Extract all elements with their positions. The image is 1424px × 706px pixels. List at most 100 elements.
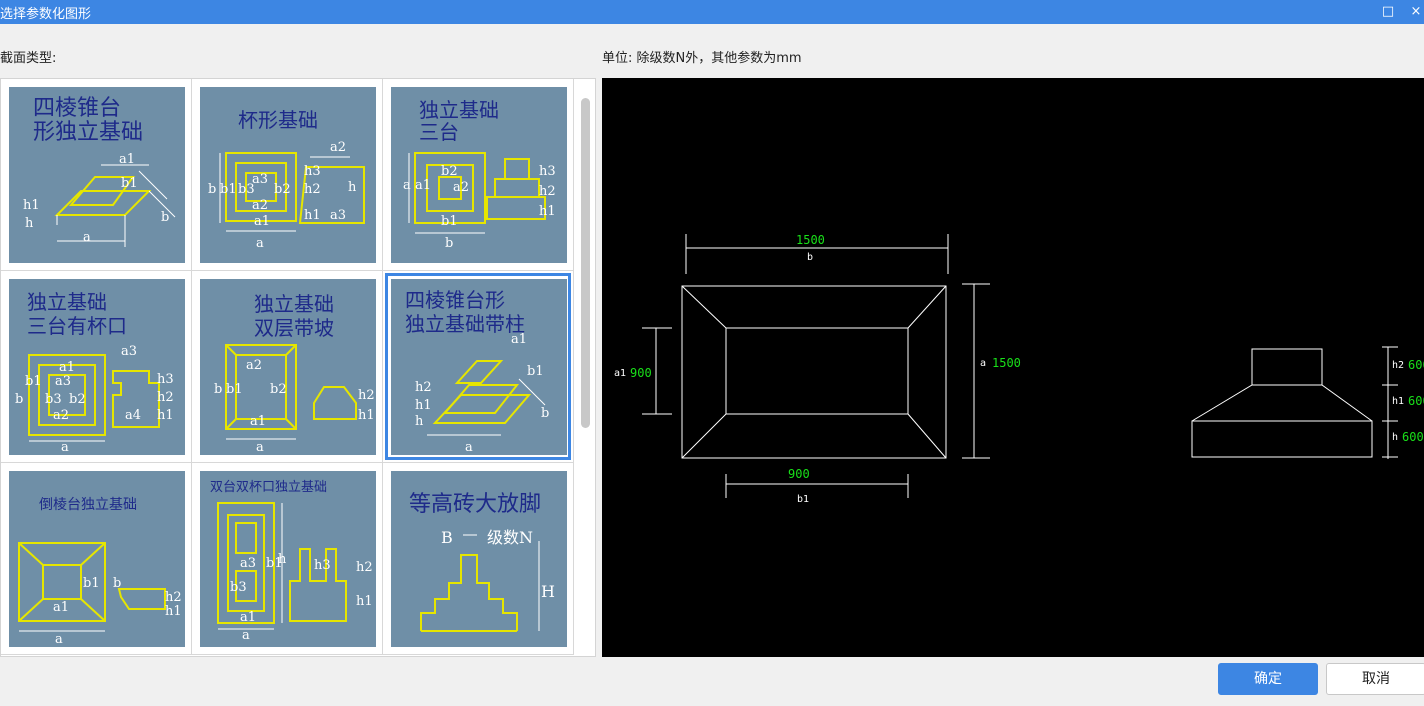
- dim-label: h3: [157, 372, 174, 387]
- thumb-title-line: 四棱锥台形: [405, 288, 505, 312]
- gallery-item-frustum-footing[interactable]: 四棱锥台 形独立基础 a1 b1 h1 h a b: [1, 79, 192, 271]
- gallery-item-frustum-footing-with-column[interactable]: 四棱锥台形 独立基础带柱 a1 b1 h2 h1 h b a: [383, 271, 574, 463]
- dim-label: b: [214, 382, 222, 397]
- dim-name-a: a: [980, 358, 986, 369]
- dim-label: 级数N: [487, 528, 533, 547]
- gallery-item-double-sloped-footing[interactable]: 独立基础 双层带坡 a2 b b1 b2 a1 h2 h1 a: [192, 271, 383, 463]
- dim-name-h: h: [1392, 432, 1398, 443]
- gallery-scrollbar[interactable]: [576, 80, 595, 655]
- three-step-cup-footing-thumbnail-graphic: 独立基础 三台有杯口 a1 a3 b1 a3 b b3 b2 a2 a4 h3 …: [15, 290, 174, 455]
- dim-label: h2: [356, 560, 373, 575]
- dim-label: b1: [226, 382, 243, 397]
- dim-label: h3: [539, 164, 556, 179]
- dim-value-b: 1500: [796, 233, 825, 247]
- thumb-title-line: 独立基础: [27, 290, 107, 314]
- dim-value-h: 600: [1402, 430, 1424, 444]
- dim-label: a: [256, 440, 264, 455]
- dim-label: b1: [266, 556, 283, 571]
- dim-label: b1: [121, 176, 138, 191]
- inverted-frustum-footing-thumbnail-graphic: 倒棱台独立基础 b1 b a1 h2 h1 a: [18, 496, 182, 647]
- thumb-title-line: 四棱锥台: [33, 96, 121, 121]
- cad-preview: 1500 b 900 b1 a1 900 a 1500 h2 600 h1 60…: [602, 78, 1424, 657]
- dim-label: a1: [59, 360, 75, 375]
- dim-value-h1: 600: [1408, 394, 1424, 408]
- dim-name-b: b: [807, 252, 813, 263]
- dim-label: h2: [157, 390, 174, 405]
- dim-label: h2: [539, 184, 556, 199]
- thumbnail: 双台双杯口独立基础 a3 b3 b1 h h3 h2 h1 a1 a: [200, 471, 376, 647]
- dim-value-a: 1500: [992, 356, 1021, 370]
- dim-label: b2: [274, 182, 291, 197]
- thumb-title-line: 独立基础: [419, 98, 499, 122]
- dim-label: a1: [53, 600, 69, 615]
- dim-label: a3: [55, 374, 71, 389]
- dim-label: b3: [230, 580, 247, 595]
- three-step-footing-thumbnail-graphic: 独立基础 三台 b2 a a1 a2 h3 h2 h1 b1 b: [403, 98, 556, 251]
- ok-button[interactable]: 确定: [1218, 663, 1318, 695]
- thumbnail: 杯形基础 a2 h3 b b1 b3 b2 a3 a2 h2 h a1 h1: [200, 87, 376, 263]
- thumb-title-line: 独立基础带柱: [405, 312, 525, 336]
- dim-label: a: [61, 440, 69, 455]
- double-sloped-footing-thumbnail-graphic: 独立基础 双层带坡 a2 b b1 b2 a1 h2 h1 a: [214, 292, 375, 455]
- thumb-title-line: 倒棱台独立基础: [39, 496, 137, 513]
- dim-label: b1: [527, 364, 544, 379]
- dim-label: h1: [157, 408, 174, 423]
- dim-label: b: [113, 576, 121, 591]
- dim-label: a2: [53, 408, 69, 423]
- dim-label: b2: [270, 382, 287, 397]
- gallery-item-cup-footing[interactable]: 杯形基础 a2 h3 b b1 b3 b2 a3 a2 h2 h a1 h1: [192, 79, 383, 271]
- dim-label: a: [256, 236, 264, 251]
- dim-name-h2: h2: [1392, 360, 1404, 371]
- dim-label: h1: [23, 198, 40, 213]
- dim-label: h: [348, 180, 357, 195]
- dim-label: b1: [83, 576, 100, 591]
- dim-label: a3: [252, 172, 268, 187]
- gallery-item-three-step-footing[interactable]: 独立基础 三台 b2 a a1 a2 h3 h2 h1 b1 b: [383, 79, 574, 271]
- gallery-item-brick-footing[interactable]: 等高砖大放脚 B 级数N H: [383, 463, 574, 655]
- thumb-title-line: 三台有杯口: [27, 314, 127, 338]
- dim-value-b1: 900: [788, 467, 810, 481]
- dim-value-a1: 900: [630, 366, 652, 380]
- dim-label: a1: [240, 610, 256, 625]
- dim-label: a3: [330, 208, 346, 223]
- dim-label: h3: [314, 558, 331, 573]
- dim-label: a3: [240, 556, 256, 571]
- thumbnail: 四棱锥台形 独立基础带柱 a1 b1 h2 h1 h b a: [391, 279, 567, 455]
- dim-label: a: [55, 632, 63, 647]
- gallery-item-three-step-cup-footing[interactable]: 独立基础 三台有杯口 a1 a3 b1 a3 b b3 b2 a2 a4 h3 …: [1, 271, 192, 463]
- dim-label: b1: [441, 214, 458, 229]
- dim-name-h1: h1: [1392, 396, 1404, 407]
- dim-label: h1: [358, 408, 375, 423]
- dim-label: b: [208, 182, 216, 197]
- close-icon[interactable]: ×: [1410, 4, 1422, 19]
- gallery-item-inverted-frustum-footing[interactable]: 倒棱台独立基础 b1 b a1 h2 h1 a: [1, 463, 192, 655]
- cancel-button[interactable]: 取消: [1326, 663, 1424, 695]
- section-type-gallery: 四棱锥台 形独立基础 a1 b1 h1 h a b 杯形基础: [0, 78, 596, 657]
- dim-label: h1: [415, 398, 432, 413]
- thumb-title-line: 杯形基础: [238, 108, 318, 132]
- dim-value-h2: 600: [1408, 358, 1424, 372]
- dim-label: h1: [304, 208, 321, 223]
- maximize-icon[interactable]: □: [1381, 4, 1395, 19]
- thumb-title-line: 双台双杯口独立基础: [210, 480, 327, 495]
- scrollbar-thumb[interactable]: [581, 98, 590, 428]
- dim-label: h: [25, 216, 34, 231]
- dim-label: a3: [121, 344, 137, 359]
- thumbnail: 独立基础 双层带坡 a2 b b1 b2 a1 h2 h1 a: [200, 279, 376, 455]
- window-title: 选择参数化图形: [0, 7, 92, 22]
- dim-label: h2: [304, 182, 321, 197]
- thumb-title-line: 三台: [419, 120, 459, 144]
- dim-label: b: [541, 406, 549, 421]
- cad-preview-drawing: 1500 b 900 b1 a1 900 a 1500 h2 600 h1 60…: [614, 233, 1424, 505]
- thumbnail: 四棱锥台 形独立基础 a1 b1 h1 h a b: [9, 87, 185, 263]
- dim-label: b2: [441, 164, 458, 179]
- brick-footing-thumbnail-graphic: 等高砖大放脚 B 级数N H: [409, 492, 555, 632]
- dim-label: B: [441, 528, 453, 547]
- dim-label: a1: [254, 214, 270, 229]
- title-bar: 选择参数化图形 □ ×: [0, 0, 1424, 24]
- gallery-item-double-cup-footing[interactable]: 双台双杯口独立基础 a3 b3 b1 h h3 h2 h1 a1 a: [192, 463, 383, 655]
- cup-footing-thumbnail-graphic: 杯形基础 a2 h3 b b1 b3 b2 a3 a2 h2 h a1 h1: [208, 108, 365, 251]
- dim-label: H: [541, 582, 555, 601]
- thumb-title-line: 形独立基础: [33, 120, 143, 145]
- dim-label: a2: [453, 180, 469, 195]
